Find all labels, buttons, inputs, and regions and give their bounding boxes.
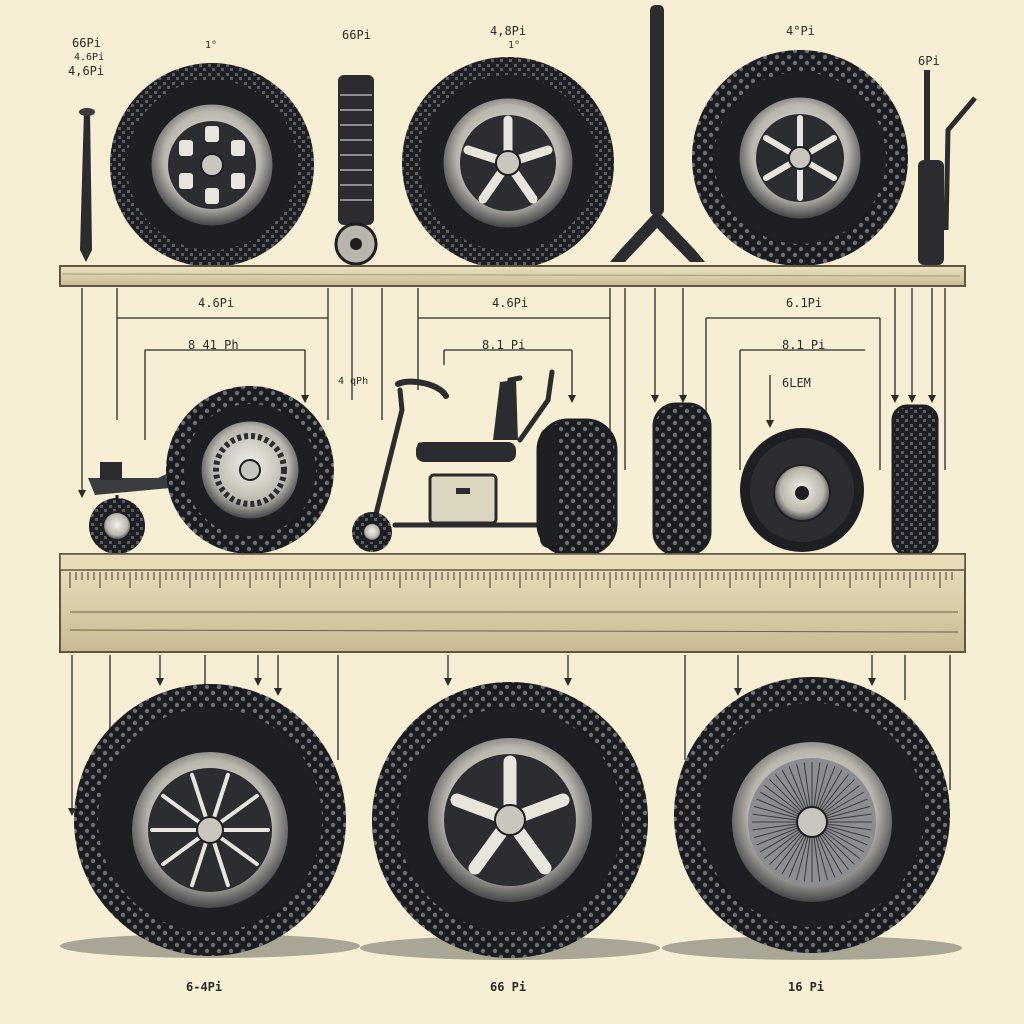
label-top-6: 1° — [508, 40, 521, 51]
side-tire-1 — [536, 418, 618, 556]
label-mid-4: 8.1 Pi — [482, 338, 526, 352]
ruler-shelf — [59, 553, 966, 653]
top-wheel-2 — [402, 57, 614, 269]
label-top-5: 4,8Pi — [490, 24, 527, 38]
bottom-wheel-2 — [360, 682, 660, 960]
label-bottom-center: 66 Pi — [490, 980, 527, 994]
go-kart-icon — [88, 462, 175, 554]
bottom-wheel-1 — [60, 684, 360, 958]
label-mid-1: 4.6Pi — [492, 296, 529, 310]
label-top-0: 66Pi — [72, 36, 101, 50]
top-wheel-1 — [110, 63, 314, 267]
label-bottom-left: 6-4Pi — [186, 980, 223, 994]
ruler-ticks — [69, 572, 953, 588]
shock-absorber-icon — [334, 75, 378, 266]
label-mid-3: 8 41 Ph — [188, 338, 239, 352]
label-mid-2: 6.1Pi — [786, 296, 823, 310]
label-mid-6: 6LEM — [782, 376, 811, 390]
label-top-4: 66Pi — [342, 28, 371, 42]
label-top-2: 4,6Pi — [68, 64, 105, 78]
label-mid-5: 8.1 Pi — [782, 338, 826, 352]
tire-gauge-icon — [918, 70, 977, 265]
label-bottom-right: 16 Pi — [788, 980, 825, 994]
label-top-8: 6Pi — [918, 54, 940, 68]
side-tire-2 — [652, 402, 712, 556]
bottom-wheel-3 — [662, 677, 962, 960]
label-top-1: 4.6Pi — [74, 52, 105, 63]
label-mid-7: 4 qPh — [338, 376, 369, 387]
dimension-lines-bottom — [71, 655, 951, 810]
wrench-icon — [610, 5, 705, 262]
side-tire-4 — [891, 404, 939, 556]
top-shelf — [59, 265, 966, 287]
label-top-7: 4°Pi — [786, 24, 815, 38]
top-wheel-3 — [692, 50, 908, 266]
scooter-body — [352, 380, 518, 552]
label-mid-0: 4.6Pi — [198, 296, 235, 310]
side-tire-3 — [740, 428, 864, 552]
middle-wheel — [166, 386, 334, 554]
label-top-3: 1° — [205, 40, 218, 51]
tire-iron-icon — [79, 108, 95, 262]
